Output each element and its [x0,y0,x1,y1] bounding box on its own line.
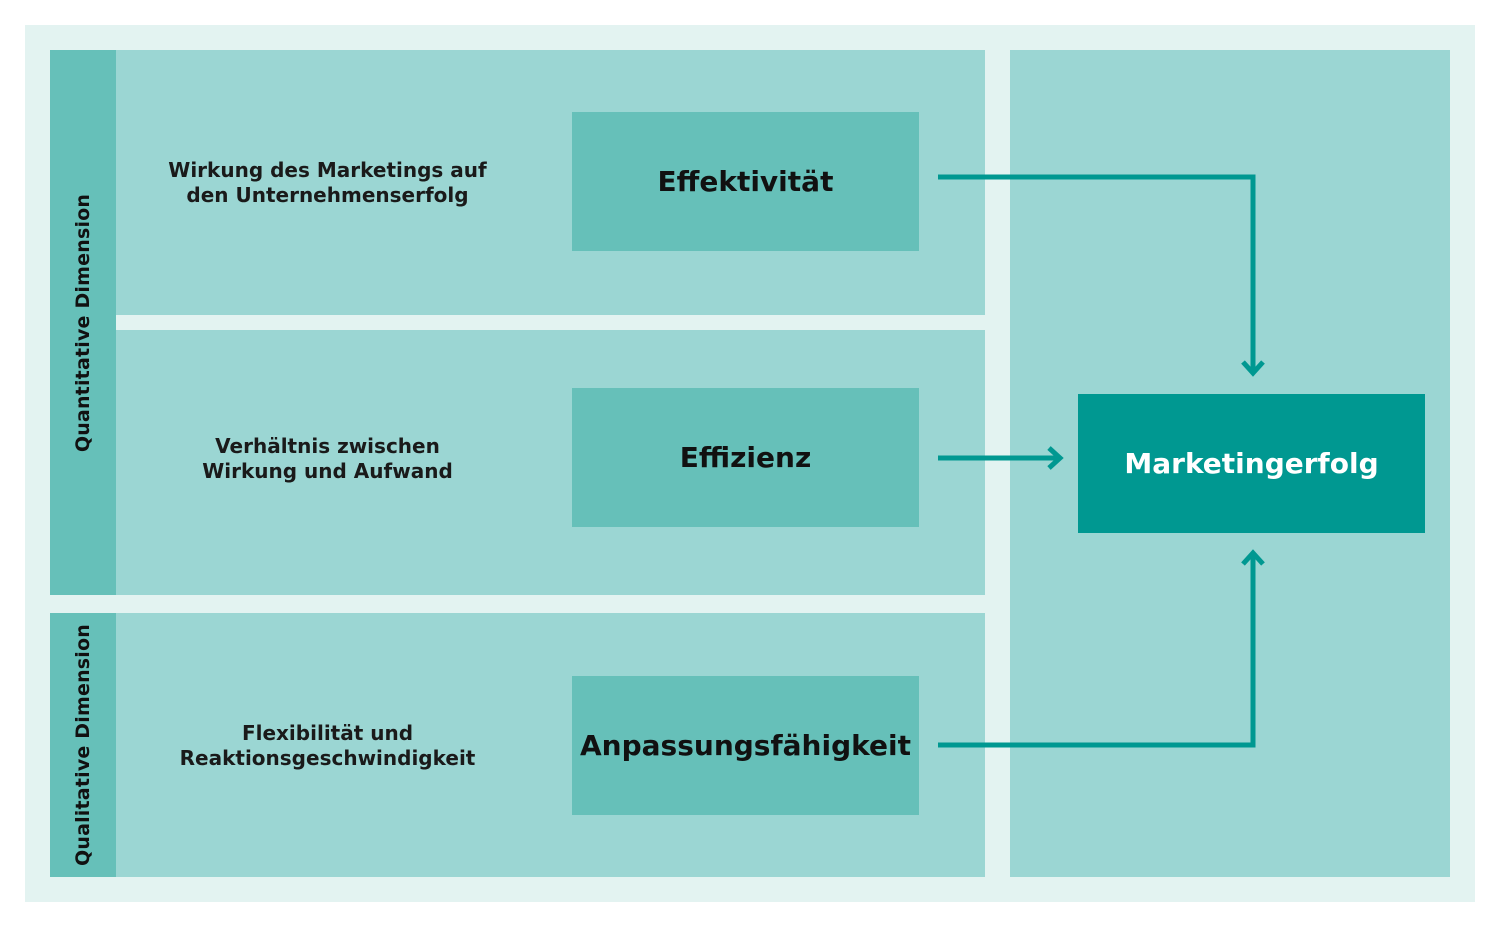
adaptability-description-line-2: Reaktionsgeschwindigkeit [179,745,476,770]
efficiency-arrowhead [1047,446,1064,470]
adaptability-description: Flexibilität und Reaktionsgeschwindigkei… [150,713,505,778]
efficiency-box: Effizienz [572,388,919,527]
efficiency-description-line-1: Verhältnis zwischen [215,433,440,458]
qualitative-dimension-bar: Qualitative Dimension [50,613,116,877]
efficiency-description-line-2: Wirkung und Aufwand [202,458,453,483]
adaptability-box: Anpassungsfähigkeit [572,676,919,815]
quantitative-dimension-bar: Quantitative Dimension [50,50,116,595]
effectiveness-description: Wirkung des Marketings auf den Unternehm… [150,150,505,215]
effectiveness-description-line-1: Wirkung des Marketings auf [168,157,487,182]
effectiveness-description-line-2: den Unternehmenserfolg [186,182,469,207]
effectiveness-arrowhead [1241,360,1265,377]
adaptability-description-line-1: Flexibilität und [241,720,414,745]
efficiency-description: Verhältnis zwischen Wirkung und Aufwand [150,426,505,491]
effectiveness-box: Effektivität [572,112,919,251]
effectiveness-arrow [938,174,1256,370]
adaptability-arrow [938,556,1256,748]
marketing-success-box: Marketingerfolg [1078,394,1425,533]
adaptability-arrowhead [1241,549,1265,566]
